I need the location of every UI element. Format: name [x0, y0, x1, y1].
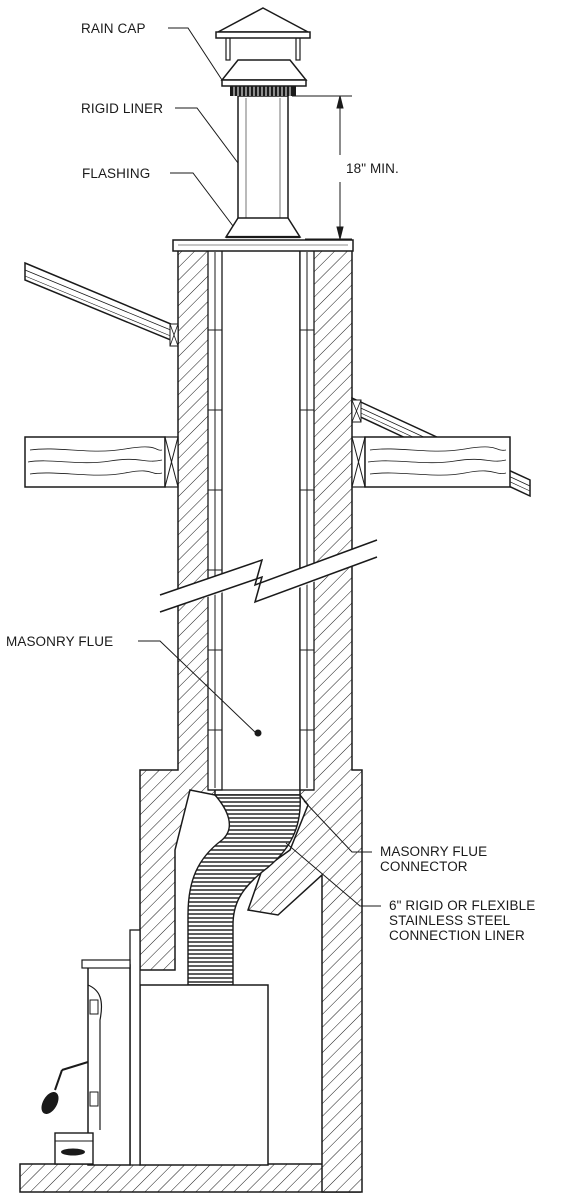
- rigid-liner-pipe: [237, 95, 289, 223]
- flue-connector-line-2: CONNECTOR: [380, 859, 468, 874]
- break-line: [159, 539, 378, 613]
- wood-stove: [41, 929, 269, 1166]
- connection-liner-label: 6" RIGID OR FLEXIBLE STAINLESS STEEL CON…: [389, 898, 535, 943]
- leader-lines: [138, 27, 381, 907]
- height-dimension: [292, 95, 352, 240]
- connection-liner-line-1: 6" RIGID OR FLEXIBLE: [389, 898, 536, 913]
- flue-center-dot: [254, 729, 262, 737]
- flue-connector-label: MASONRY FLUE CONNECTOR: [380, 844, 487, 874]
- connection-liner-line-2: STAINLESS STEEL: [389, 913, 511, 928]
- roof-left: [24, 261, 179, 347]
- rigid-liner-label: RIGID LINER: [81, 101, 164, 116]
- masonry-flue-label: MASONRY FLUE: [6, 634, 114, 649]
- ceiling-joist-right: [351, 436, 511, 488]
- flue-tile-liner: [207, 249, 315, 791]
- ceiling-joist-left: [24, 436, 179, 488]
- flue-connector-line-1: MASONRY FLUE: [380, 844, 488, 859]
- connection-liner-line-3: CONNECTION LINER: [389, 928, 525, 943]
- rain-cap-label: RAIN CAP: [81, 21, 146, 36]
- height-min-label: 18" MIN.: [346, 161, 399, 176]
- floor: [19, 1163, 361, 1193]
- flashing-label: FLASHING: [82, 166, 151, 181]
- rain-cap: [215, 7, 311, 96]
- flashing: [224, 217, 302, 239]
- chimney-crown: [172, 239, 354, 252]
